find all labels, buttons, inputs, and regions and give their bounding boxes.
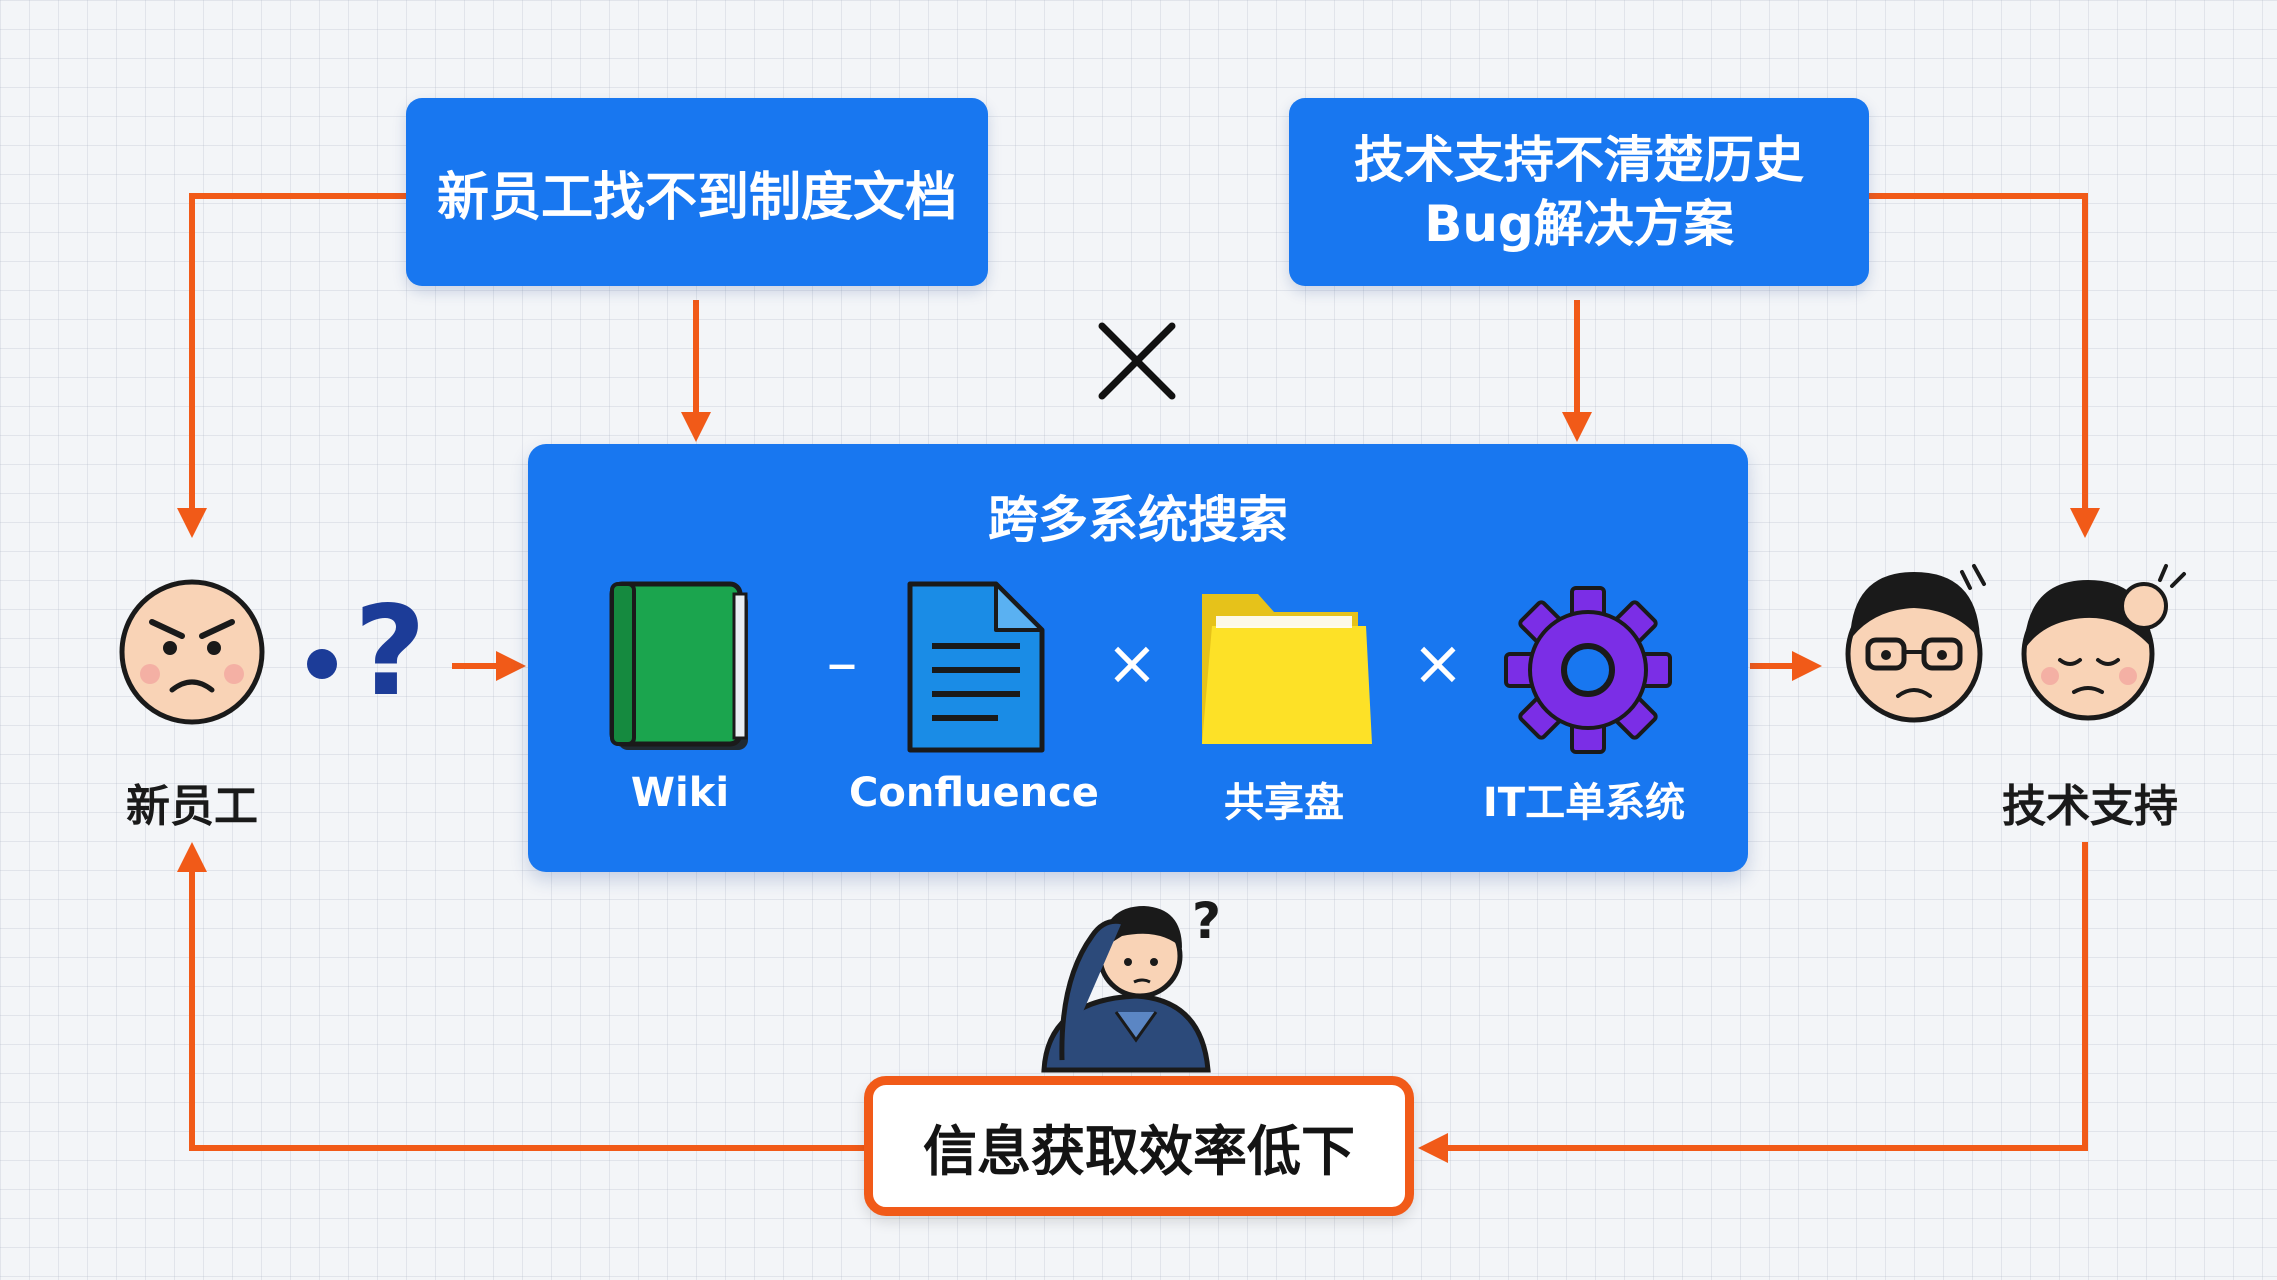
arrow-topleft-to-new-employee	[177, 193, 406, 538]
arrow-topright-to-tech-support	[1869, 193, 2100, 538]
panel-title: 跨多系统搜索	[988, 491, 1288, 549]
separator-times-1: ×	[1106, 626, 1158, 699]
system-label-it-ticket: IT工单系统	[1482, 780, 1686, 826]
system-icons	[609, 581, 1672, 754]
problem-box-tech-support-label: 技术支持不清楚历史 Bug解决方案	[1354, 131, 1804, 253]
question-dot	[307, 649, 337, 679]
cross-system-search-panel: 跨多系统搜索	[528, 444, 1748, 872]
cross-mark-icon	[1098, 322, 1176, 400]
document-icon	[907, 581, 1045, 753]
system-label-confluence: Confluence	[849, 770, 1099, 816]
tech-support-label: 技术支持	[2002, 781, 2178, 832]
gear-icon	[1504, 586, 1672, 754]
problem-box-tech-support: 技术支持不清楚历史 Bug解决方案	[1289, 98, 1869, 286]
problem-box-new-employee: 新员工找不到制度文档	[406, 98, 988, 286]
separator-dash: –	[826, 626, 858, 699]
glasses-man-face-icon	[1845, 564, 1986, 723]
green-book-icon	[609, 581, 748, 750]
confused-question-mark: ?	[1192, 892, 1222, 950]
angry-face-icon	[119, 579, 265, 725]
tired-woman-face-icon	[2021, 564, 2186, 721]
problem-box-new-employee-label: 新员工找不到制度文档	[436, 167, 957, 228]
question-mark-icon: ?	[354, 580, 426, 724]
system-label-wiki: Wiki	[630, 770, 730, 816]
outcome-box-label: 信息获取效率低下	[923, 1119, 1355, 1183]
new-employee-label: 新员工	[126, 781, 258, 832]
outcome-box: 信息获取效率低下	[864, 1076, 1414, 1216]
folder-icon	[1202, 594, 1372, 744]
system-label-shared-drive: 共享盘	[1224, 780, 1344, 826]
separator-times-2: ×	[1412, 626, 1464, 699]
arrow-tech-support-to-bottom-box	[1418, 842, 2088, 1163]
arrow-bottom-box-to-new-employee	[177, 842, 864, 1151]
confused-person-icon	[1041, 906, 1211, 1073]
